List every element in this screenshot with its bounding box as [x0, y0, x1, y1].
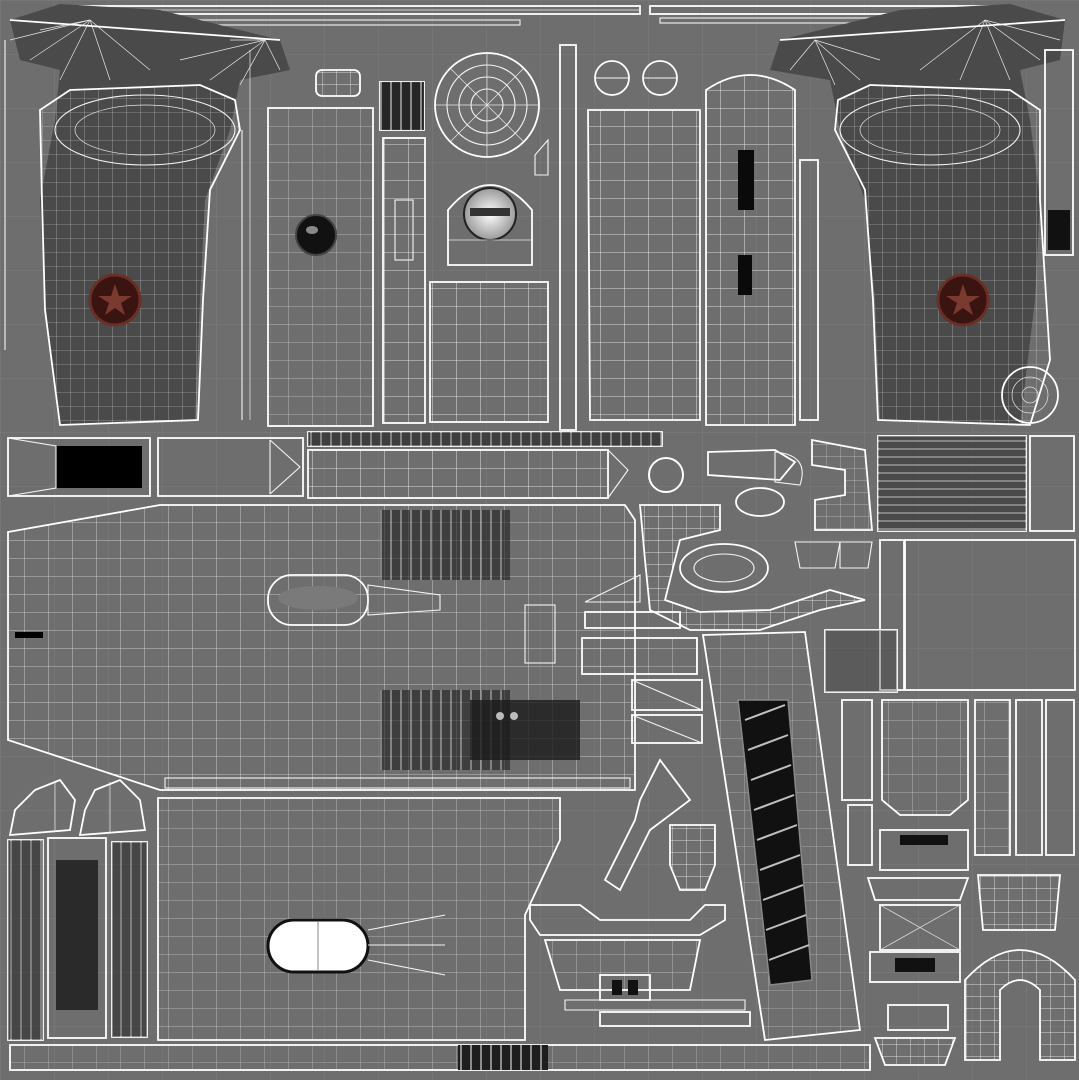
small-spring-clips: [8, 778, 147, 836]
slide-top-strip: [307, 431, 663, 499]
slide-side-main: [7, 504, 636, 791]
frame-lower-panels: [7, 837, 148, 1041]
slide-lower-half: [9, 797, 871, 1071]
trigger-guard-parts: [639, 438, 873, 631]
firing-pin-housing: [429, 138, 549, 423]
mag-catch-blocks: [7, 437, 304, 497]
left-grip-panel: [4, 4, 290, 426]
magazine-spring-icon: [737, 699, 813, 986]
lower-right-small-parts: [841, 699, 1076, 1066]
right-grip-panel: [770, 4, 1074, 426]
star-emblem-icon: [936, 273, 990, 327]
small-latch-parts: [315, 69, 426, 424]
screw-head-icon: [295, 214, 337, 256]
wood-grip-insert: [267, 107, 374, 427]
star-emblem-icon: [88, 273, 142, 327]
magazine-body: [701, 631, 862, 1041]
sear-and-trigger-parts: [529, 758, 746, 1011]
small-pins-column: [581, 574, 703, 744]
frame-top-section: [559, 44, 819, 431]
right-stripe-blocks: [824, 435, 1076, 693]
screw-heads-pair: [594, 60, 678, 96]
hammer-spur: [434, 52, 540, 158]
